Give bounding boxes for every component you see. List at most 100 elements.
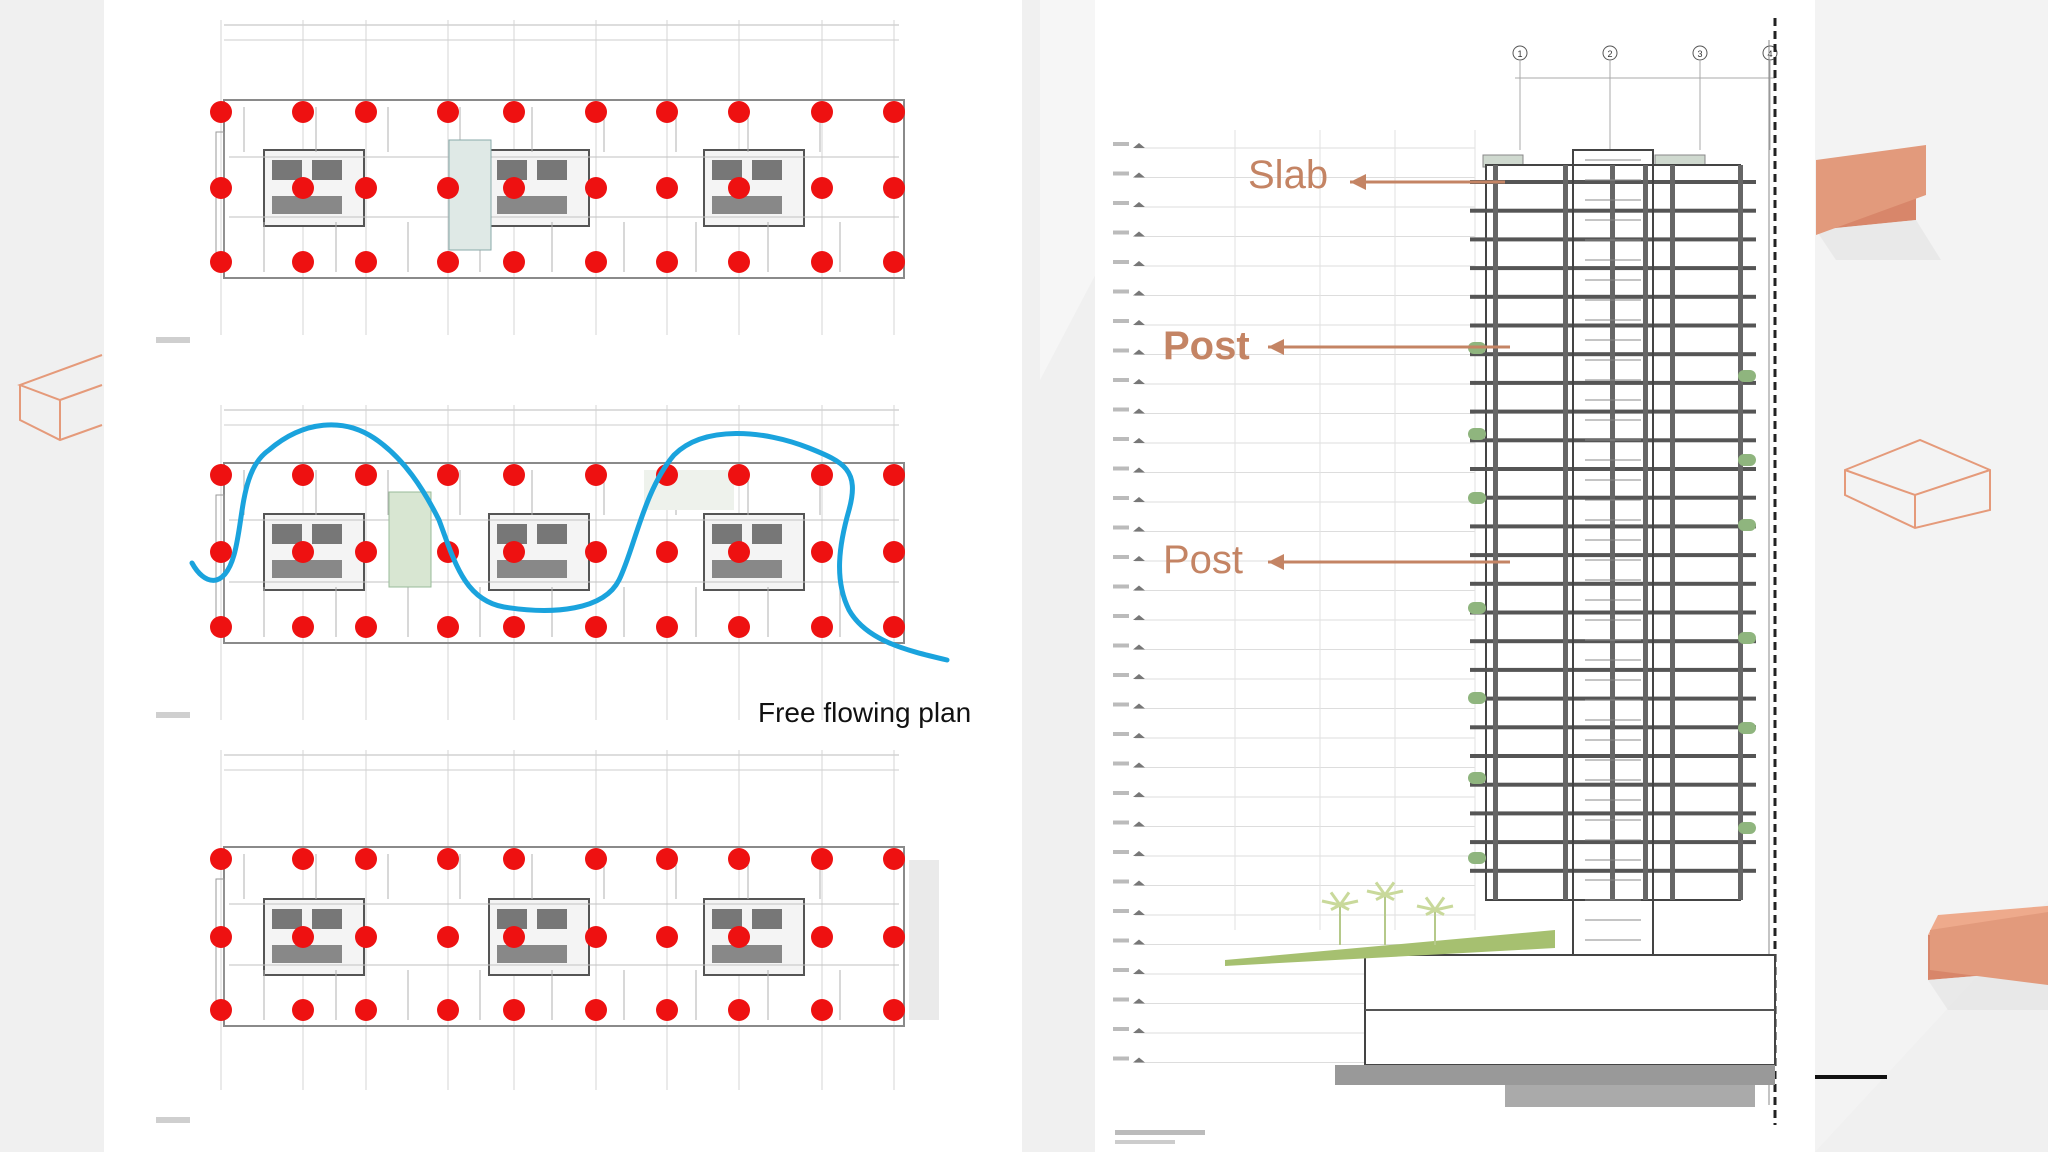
column-dot <box>811 848 833 870</box>
level-marker <box>1133 526 1145 532</box>
level-tag <box>1113 171 1129 176</box>
column-dot <box>728 177 750 199</box>
level-tag <box>1113 997 1129 1002</box>
level-marker <box>1133 792 1145 797</box>
level-marker <box>1133 172 1145 178</box>
floor-plan-3 <box>156 750 905 1123</box>
palm-frond <box>1374 881 1387 896</box>
column-dot <box>883 177 905 199</box>
core-stair <box>712 524 742 544</box>
column-dot <box>503 101 525 123</box>
column-dot <box>503 251 525 273</box>
post-column <box>1610 165 1615 900</box>
column-dot <box>728 999 750 1021</box>
column-dot <box>210 177 232 199</box>
column-dot <box>883 464 905 486</box>
level-marker <box>1133 231 1145 237</box>
level-tag <box>1113 761 1129 766</box>
column-dot <box>437 848 459 870</box>
column-dot <box>656 926 678 948</box>
level-marker <box>1133 762 1145 768</box>
column-dot <box>656 101 678 123</box>
level-marker <box>1133 202 1145 207</box>
column-dot <box>292 177 314 199</box>
core-stair <box>497 160 527 180</box>
column-dot <box>883 251 905 273</box>
column-dot <box>811 541 833 563</box>
level-tag <box>1113 230 1129 235</box>
column-dot <box>355 541 377 563</box>
balcony-planter <box>1738 454 1756 466</box>
core-lift <box>712 560 782 578</box>
column-dot <box>656 616 678 638</box>
column-dot <box>811 101 833 123</box>
level-tag <box>1113 466 1129 471</box>
level-tag <box>1113 496 1129 500</box>
drawing-tag-mark <box>156 712 190 718</box>
level-tag <box>1113 289 1129 294</box>
column-dot <box>437 999 459 1021</box>
level-marker <box>1133 261 1145 266</box>
core-lift <box>497 560 567 578</box>
plan-annex <box>909 860 939 1020</box>
column-dot <box>292 926 314 948</box>
balcony-planter <box>1738 822 1756 834</box>
post-column <box>1493 165 1498 900</box>
core-stair <box>312 160 342 180</box>
level-tag <box>1113 407 1129 412</box>
column-dot <box>503 999 525 1021</box>
level-tag <box>1113 614 1129 618</box>
column-dot <box>585 541 607 563</box>
floor-plans-drawing <box>156 20 950 1123</box>
level-marker <box>1133 939 1145 945</box>
level-tag <box>1113 673 1129 677</box>
balcony-planter <box>1738 370 1756 382</box>
column-dot <box>811 616 833 638</box>
column-dot <box>883 926 905 948</box>
column-dot <box>883 541 905 563</box>
column-dot <box>728 251 750 273</box>
level-tag <box>1113 437 1129 441</box>
palm-frond <box>1434 908 1445 916</box>
column-dot <box>883 848 905 870</box>
core-stair <box>752 909 782 929</box>
level-marker <box>1133 880 1145 886</box>
column-dot <box>585 999 607 1021</box>
level-marker <box>1133 615 1145 620</box>
level-marker <box>1133 821 1145 827</box>
level-marker <box>1133 408 1145 414</box>
core-lift <box>272 945 342 963</box>
level-tag <box>1113 968 1129 972</box>
column-dot <box>437 926 459 948</box>
core-stair <box>272 909 302 929</box>
post-label: Post <box>1163 538 1244 582</box>
core-stair <box>752 160 782 180</box>
level-marker <box>1133 556 1145 561</box>
column-dot <box>728 101 750 123</box>
level-marker <box>1133 379 1145 384</box>
level-tag <box>1113 555 1129 559</box>
level-tag <box>1113 732 1129 736</box>
core-lift <box>712 945 782 963</box>
core-lift <box>497 196 567 214</box>
column-dot <box>503 848 525 870</box>
slab-label: Slab <box>1248 153 1329 197</box>
column-dot <box>210 251 232 273</box>
level-tag <box>1113 643 1129 648</box>
level-tag <box>1113 584 1129 589</box>
column-dot <box>503 464 525 486</box>
palm-frond <box>1434 904 1454 912</box>
column-dot <box>503 541 525 563</box>
grid-bubble-label: 2 <box>1607 49 1612 59</box>
level-marker <box>1133 910 1145 915</box>
core-stair <box>537 524 567 544</box>
column-dot <box>355 251 377 273</box>
column-dot <box>585 177 607 199</box>
level-tag <box>1113 850 1129 854</box>
column-dot <box>437 251 459 273</box>
column-dot <box>656 999 678 1021</box>
column-dot <box>355 101 377 123</box>
level-tag <box>1113 820 1129 825</box>
column-dot <box>292 848 314 870</box>
level-marker <box>1133 143 1145 148</box>
